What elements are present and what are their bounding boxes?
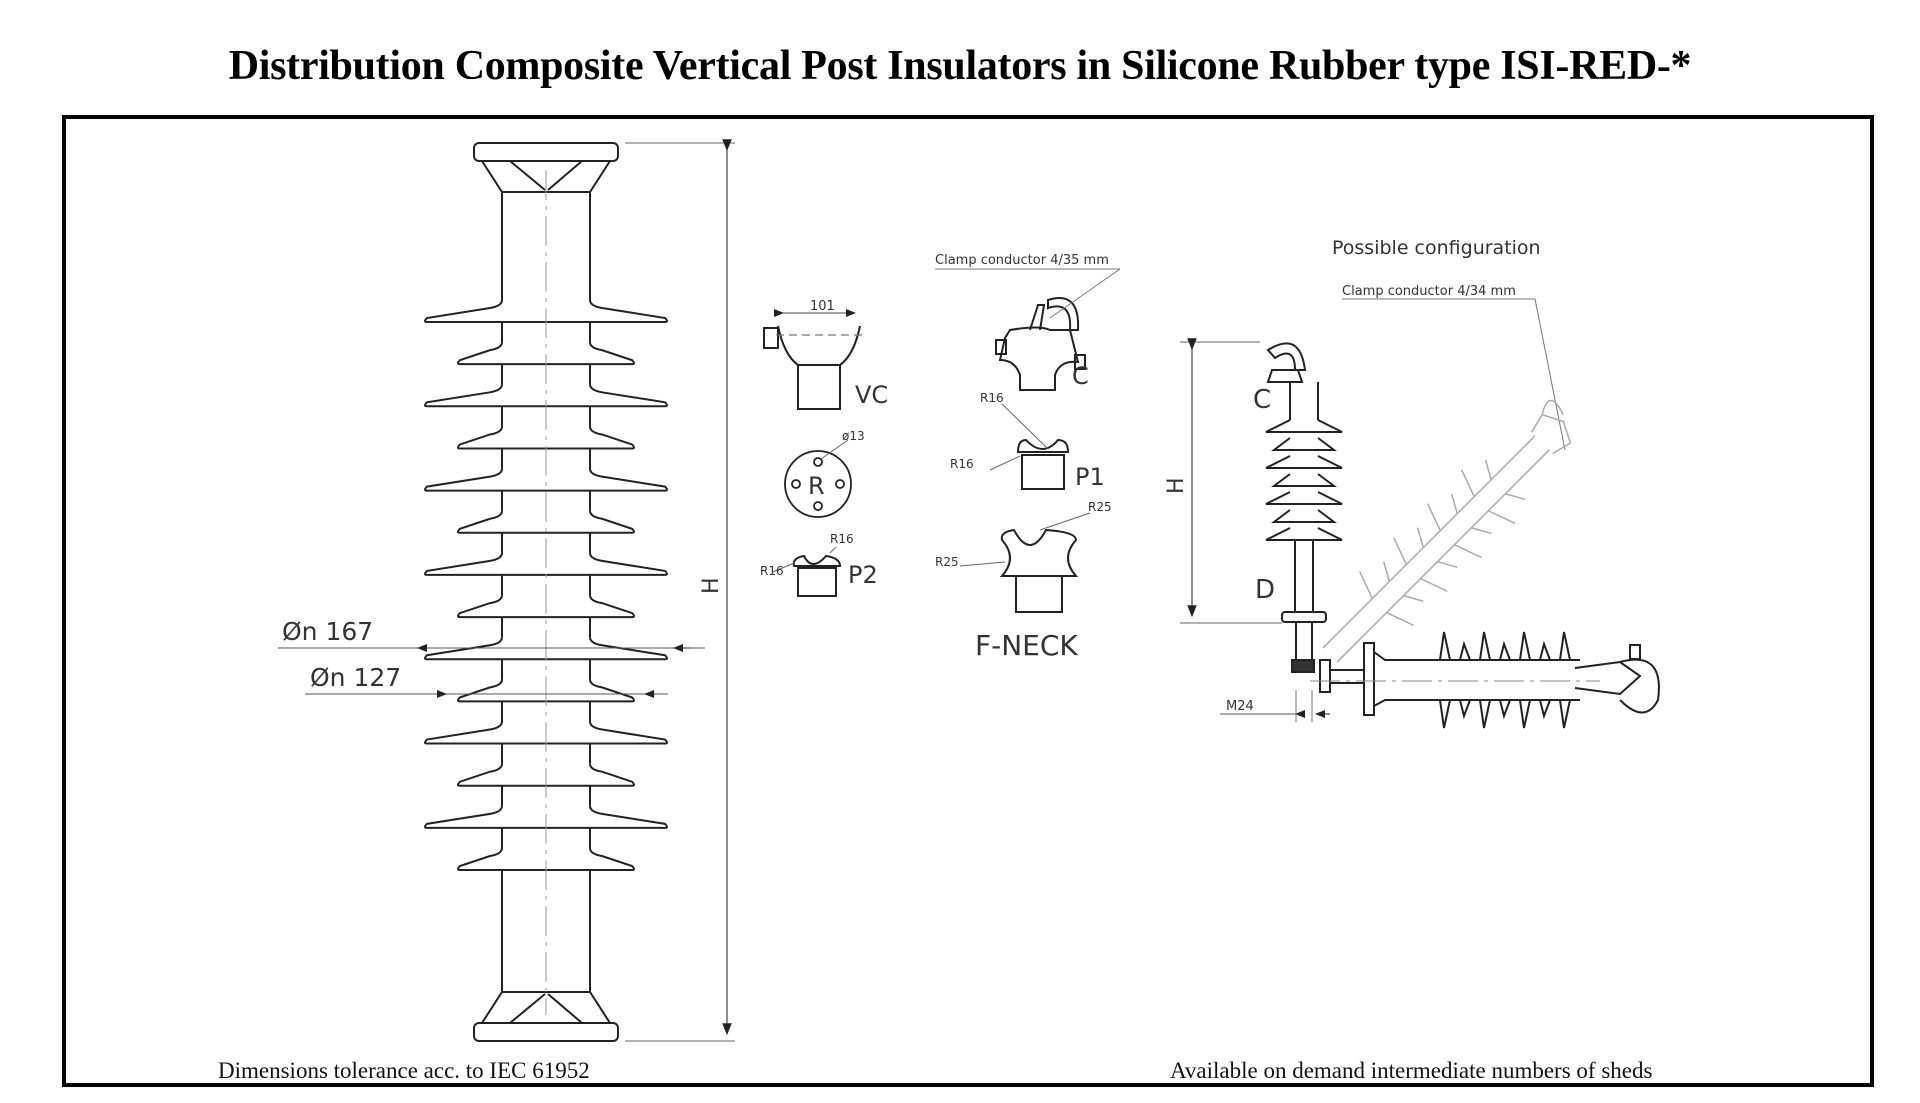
fneck-radius-a: R25 bbox=[1088, 500, 1112, 514]
config-shed bbox=[1265, 491, 1343, 505]
shed bbox=[457, 510, 635, 534]
bolt-label: M24 bbox=[1226, 699, 1254, 714]
footer-tolerance-note: Dimensions tolerance acc. to IEC 61952 bbox=[218, 1058, 590, 1083]
horizontal-shed bbox=[1439, 631, 1451, 729]
p1-label: P1 bbox=[1075, 463, 1105, 491]
horizontal-shed bbox=[1499, 640, 1511, 720]
fitting-vc: 101 VC bbox=[763, 299, 888, 410]
drawing-frame bbox=[62, 115, 1874, 1087]
height-label: H bbox=[699, 577, 724, 594]
ghost-shed bbox=[1426, 503, 1482, 559]
diameter-dimension-127: Øn 127 bbox=[305, 663, 668, 698]
config-shed bbox=[1265, 527, 1343, 541]
config-vertical-insulator bbox=[1265, 342, 1343, 673]
possible-configuration: Possible configuration Clamp conductor 4… bbox=[1164, 237, 1660, 729]
fneck-label: F-NECK bbox=[975, 629, 1078, 662]
fneck-radius-b: R25 bbox=[935, 555, 959, 569]
ghost-shed bbox=[1383, 561, 1424, 602]
vc-label: VC bbox=[855, 381, 888, 409]
config-horizontal-insulator bbox=[1310, 631, 1660, 729]
config-top-label: C bbox=[1253, 385, 1271, 415]
ghost-shed bbox=[1416, 527, 1458, 569]
ghost-shed bbox=[1392, 537, 1448, 593]
ghost-shed bbox=[1450, 493, 1492, 535]
diameter-dimension-167: Øn 167 bbox=[278, 617, 705, 652]
config-shed bbox=[1271, 437, 1337, 451]
dia-127-label: Øn 127 bbox=[310, 663, 401, 692]
dia-167-label: Øn 167 bbox=[282, 617, 373, 646]
config-diagonal-insulator-ghost bbox=[1322, 399, 1572, 663]
config-title: Possible configuration bbox=[1332, 237, 1541, 259]
p1-radius-a: R16 bbox=[980, 391, 1004, 405]
p2-radius-b: R16 bbox=[830, 532, 854, 546]
horizontal-shed bbox=[1539, 640, 1551, 720]
ghost-shed bbox=[1460, 469, 1516, 525]
height-dimension: H bbox=[625, 139, 735, 1042]
config-height-label: H bbox=[1164, 477, 1189, 494]
fitting-p1: R16 R16 P1 bbox=[950, 391, 1105, 491]
r-label: R bbox=[808, 472, 825, 500]
shed bbox=[457, 594, 635, 619]
horizontal-shed bbox=[1559, 631, 1571, 729]
c-label: C bbox=[1072, 362, 1089, 390]
shed bbox=[424, 468, 668, 492]
config-shed bbox=[1271, 473, 1337, 487]
vc-width-dim: 101 bbox=[810, 299, 835, 314]
fitting-r: ø13 R bbox=[784, 429, 865, 518]
r-hole-dim: ø13 bbox=[842, 429, 865, 443]
config-shed bbox=[1265, 419, 1343, 433]
footer-availability-note: Available on demand intermediate numbers… bbox=[1170, 1058, 1653, 1083]
document-title: Distribution Composite Vertical Post Ins… bbox=[228, 43, 1692, 89]
fitting-p2: R16 R16 P2 bbox=[760, 532, 878, 597]
p2-label: P2 bbox=[848, 561, 878, 589]
c-clamp-note: Clamp conductor 4/35 mm bbox=[935, 253, 1109, 268]
ghost-shed bbox=[1484, 459, 1526, 501]
fitting-fneck: R25 R25 F-NECK bbox=[935, 500, 1112, 662]
config-shed bbox=[1265, 455, 1343, 469]
horizontal-shed bbox=[1459, 640, 1471, 720]
p1-radius-b: R16 bbox=[950, 457, 974, 471]
bottom-flange bbox=[473, 991, 619, 1042]
config-shed bbox=[1271, 509, 1337, 523]
config-clamp-note: Clamp conductor 4/34 mm bbox=[1342, 284, 1516, 299]
horizontal-shed bbox=[1479, 631, 1491, 729]
p2-radius-a: R16 bbox=[760, 564, 784, 578]
fitting-c: Clamp conductor 4/35 mm C bbox=[935, 253, 1121, 391]
main-insulator bbox=[424, 142, 668, 1042]
ghost-shed bbox=[1359, 571, 1414, 626]
config-bottom-label: D bbox=[1255, 575, 1275, 605]
horizontal-shed bbox=[1519, 631, 1531, 729]
